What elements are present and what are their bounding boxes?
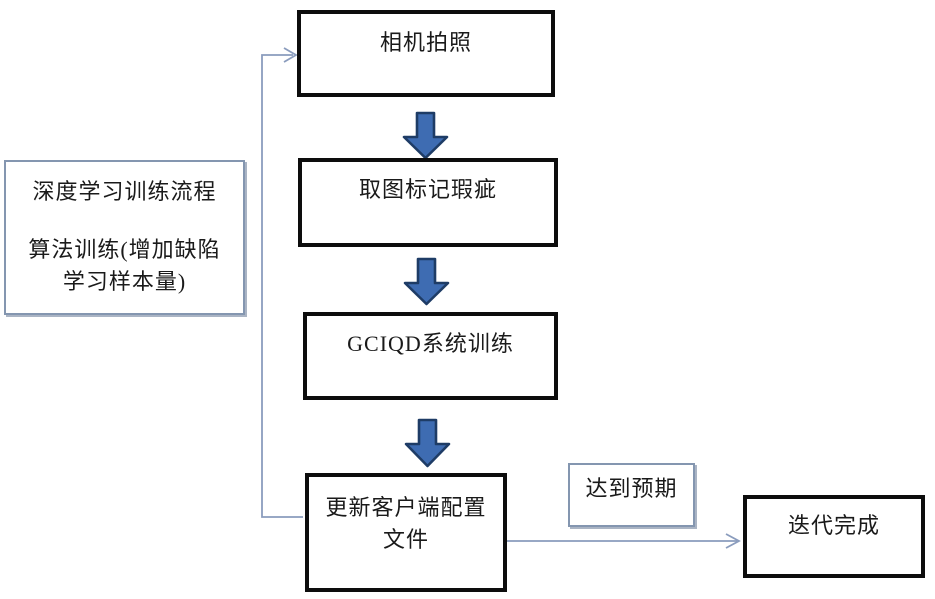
- feedback-connector: [261, 47, 303, 518]
- side-note-line1: 深度学习训练流程: [32, 179, 217, 204]
- node-system-training-label: GCIQD系统训练: [347, 331, 514, 356]
- node-iteration-done: 迭代完成: [743, 495, 925, 578]
- node-mark-defects-label: 取图标记瑕疵: [358, 177, 497, 202]
- arrowhead-icon: [283, 47, 298, 63]
- arrowhead-icon: [725, 533, 741, 549]
- node-system-training: GCIQD系统训练: [303, 312, 558, 400]
- side-note-line3: 学习样本量): [62, 269, 187, 294]
- condition-label-text: 达到预期: [585, 476, 678, 501]
- down-arrow-icon: [403, 257, 450, 306]
- node-camera: 相机拍照: [297, 10, 555, 97]
- node-mark-defects: 取图标记瑕疵: [298, 158, 558, 247]
- node-update-config-line1: 更新客户端配置: [325, 495, 487, 520]
- node-update-config: 更新客户端配置 文件: [305, 473, 507, 592]
- side-note: 深度学习训练流程 算法训练(增加缺陷 学习样本量): [4, 160, 245, 315]
- node-update-config-line2: 文件: [382, 527, 429, 552]
- condition-label: 达到预期: [568, 463, 695, 527]
- success-connector: [507, 533, 741, 549]
- down-arrow-icon: [402, 111, 449, 160]
- down-arrow-icon: [404, 418, 451, 468]
- node-iteration-done-label: 迭代完成: [787, 513, 880, 538]
- node-camera-label: 相机拍照: [379, 30, 472, 55]
- side-note-line2: 算法训练(增加缺陷: [28, 237, 221, 262]
